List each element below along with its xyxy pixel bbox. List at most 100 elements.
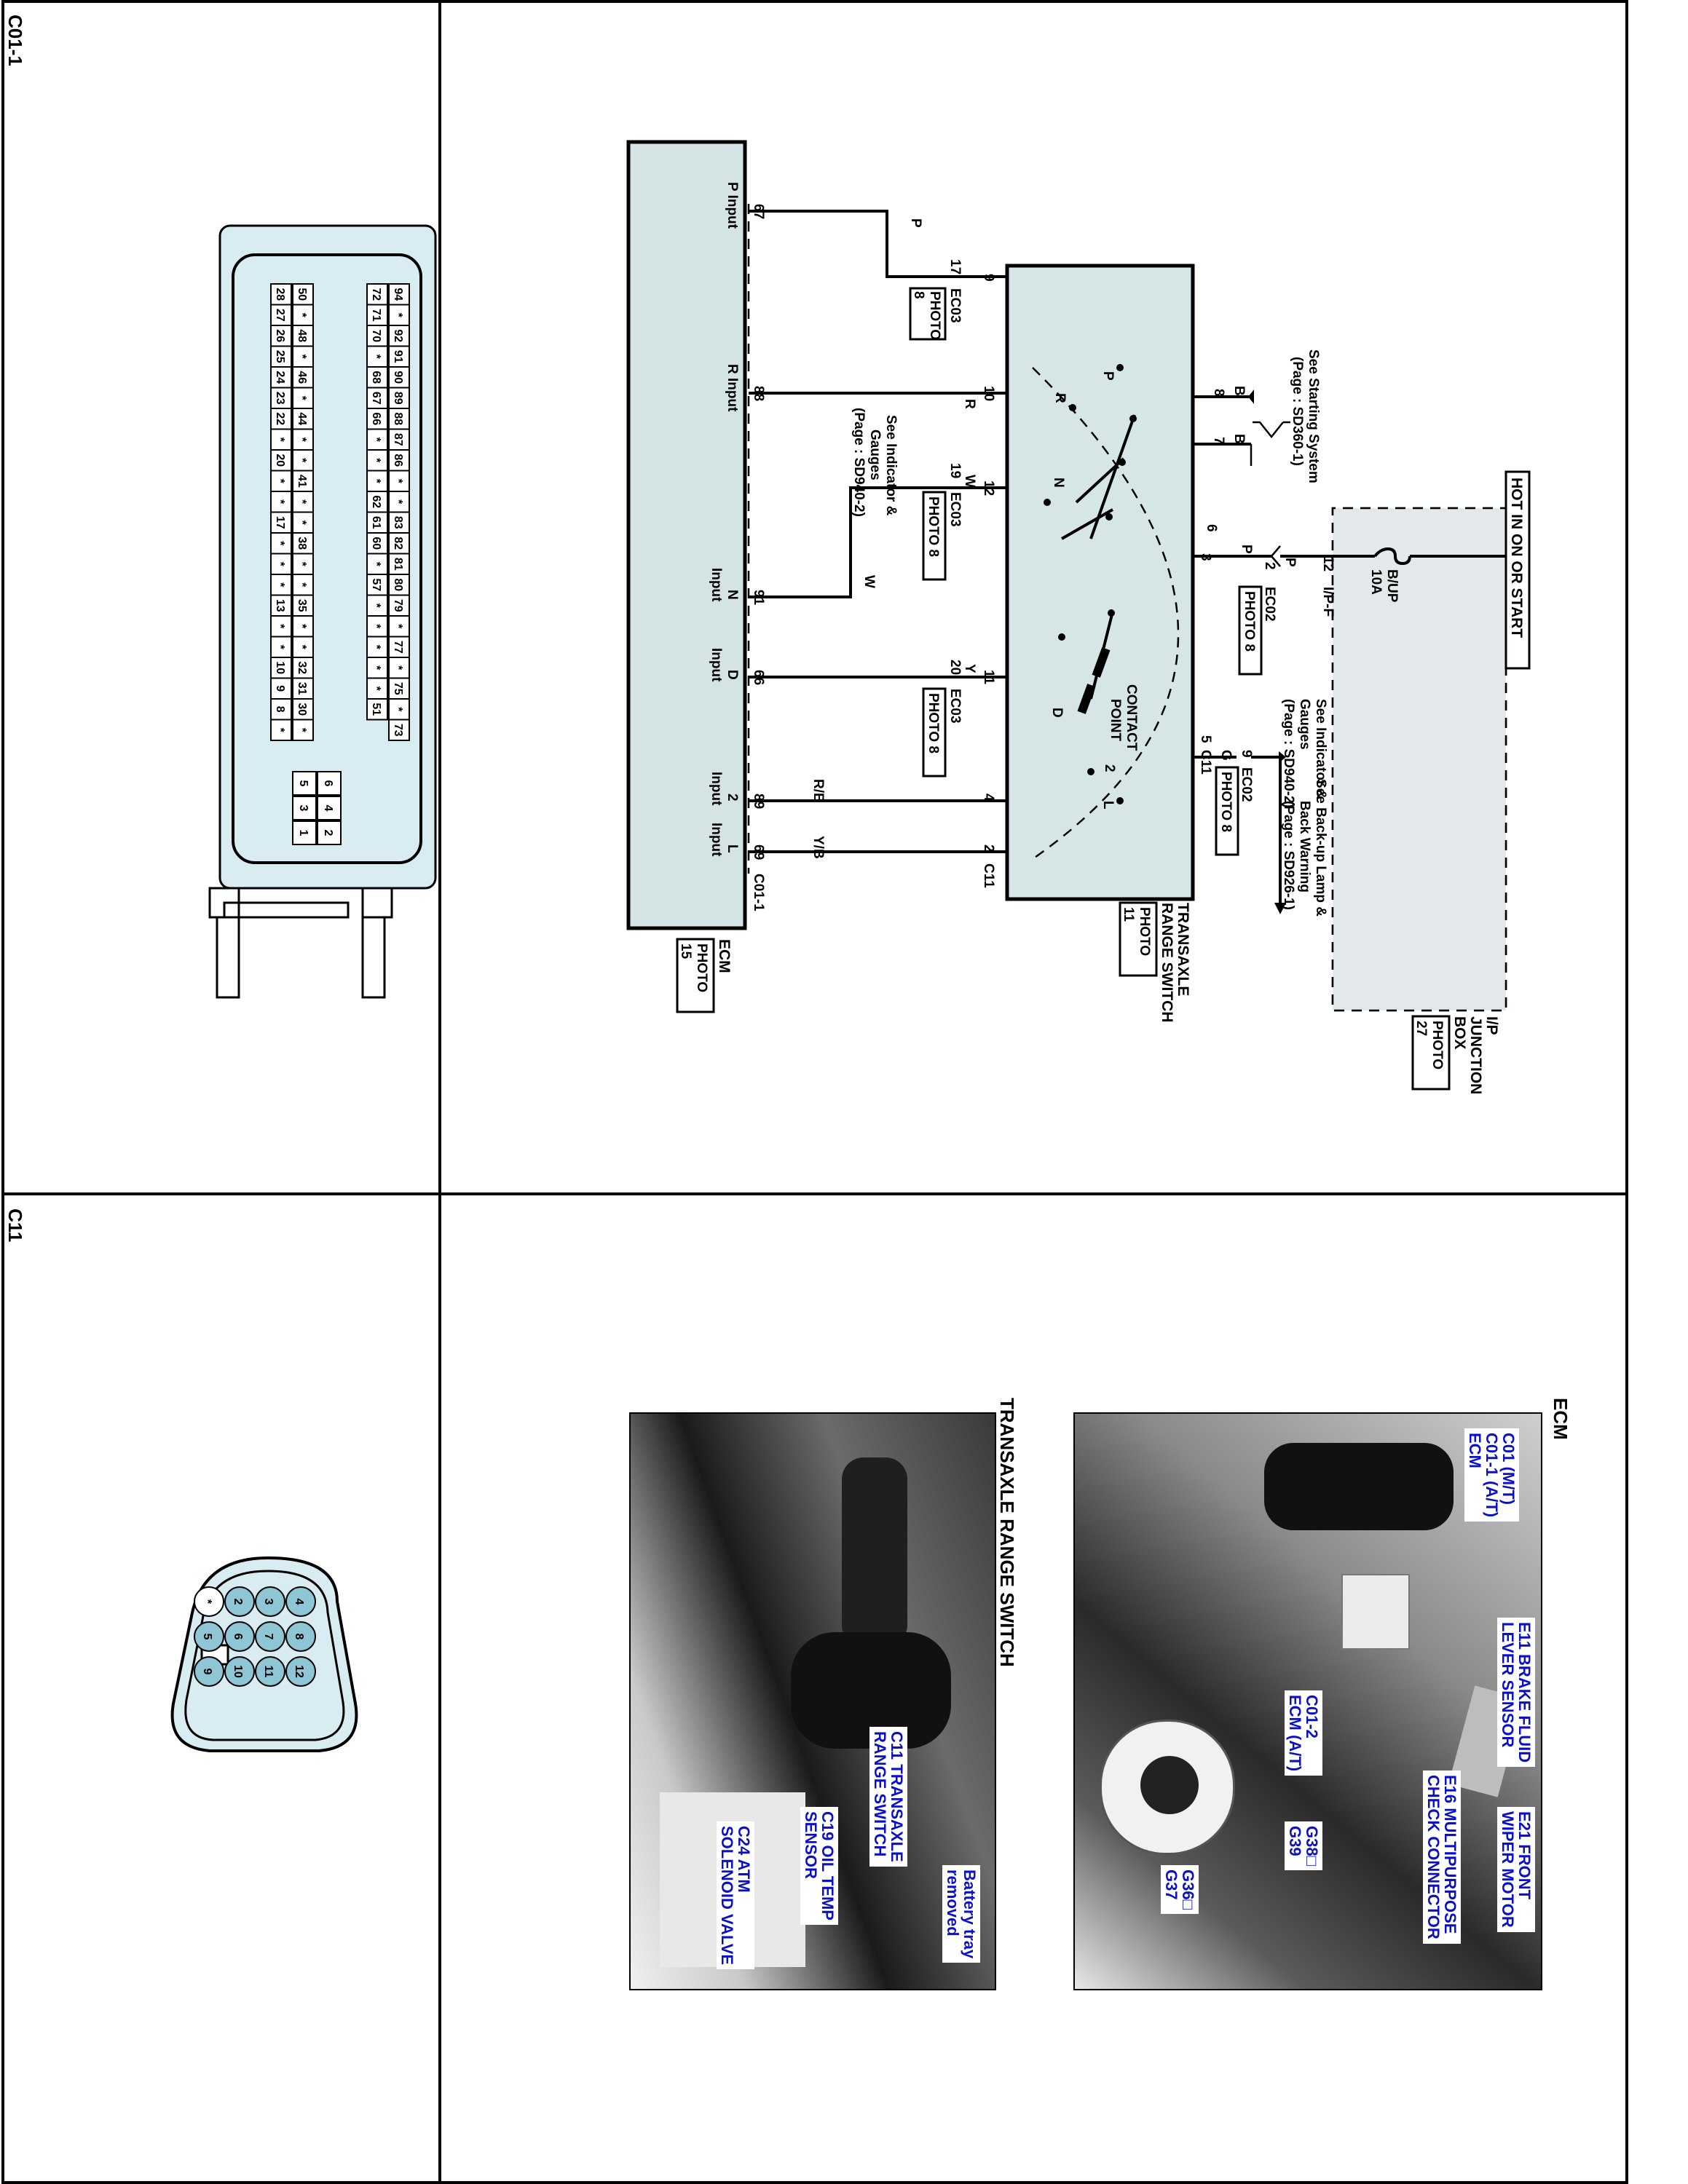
pos-2: 2 [1102, 764, 1117, 772]
c01-1-pin-label: 90 [392, 371, 404, 384]
c01-1-pin-label: * [274, 645, 286, 650]
callout-e16: E16 MULTIPURPOSE CHECK CONNECTOR [1423, 1770, 1461, 1944]
starting-system-branch: See Starting System (Page : SD360-1) B B… [1193, 349, 1321, 483]
trs-location-photo: Battery tray removed C11 TRANSAXLE RANGE… [629, 1412, 996, 1990]
c01-1-pin-label: * [296, 624, 308, 629]
c01-1-pin-label: 31 [296, 682, 308, 695]
c01-1-pin-label: 72 [370, 288, 382, 301]
c01-1-pin-label: * [370, 355, 382, 360]
c11-label-top: C11 [1198, 750, 1213, 775]
wire-yb: Y/B [811, 836, 826, 859]
c01-1-pin-label: * [392, 665, 404, 670]
ecm-input-r: R Input [725, 364, 740, 412]
c11-pin [255, 1656, 285, 1687]
ec02-label-2: EC02 [1239, 767, 1254, 802]
trs-photo-2: 11 [1121, 907, 1136, 922]
c01-1-pin-label: 35 [296, 599, 308, 612]
c01-1-pin-label: 71 [370, 309, 382, 322]
fuse-label-1: B/UP [1384, 569, 1400, 603]
see-backup-3: (Page : SD926-1) [1281, 801, 1296, 910]
wire-b-2: B [1231, 434, 1247, 444]
wire-p-ecm: P [908, 218, 923, 228]
c01-1-small-pin-cell [317, 771, 342, 796]
ecm-location-photo: E21 FRONT WIPER MOTOR E11 BRAKE FLUID LE… [1073, 1412, 1542, 1990]
c01-1-pin-label: 32 [296, 661, 308, 674]
c11-pin-label: 10 [232, 1665, 244, 1678]
c11-pin-label: * [201, 1599, 213, 1605]
c11-title: C11 [4, 1208, 26, 1243]
c01-1-pin-label: * [296, 499, 308, 505]
ecm-pin-66: 66 [751, 670, 766, 685]
trs-label-1: TRANSAXLE [1175, 903, 1191, 996]
c11-label-bottom: C11 [981, 863, 996, 888]
c01-1-small-pin-cell [292, 796, 317, 820]
pos-l: L [1100, 801, 1116, 810]
c01-1-pin-label: 92 [392, 329, 404, 342]
ip-junction-box: HOT IN ON OR START I/P JUNCTION BOX PHOT… [1331, 470, 1531, 1094]
callout-g36: G36□ G37 [1161, 1865, 1199, 1914]
callout-c01: C01 (M/T) C01-1 (A/T) ECM [1464, 1428, 1519, 1522]
ecm-label: ECM [716, 939, 733, 973]
c01-1-pin-label: * [274, 624, 286, 629]
c11-pin-5: 5 [1198, 735, 1213, 743]
c11-pin [194, 1586, 224, 1617]
see-ind-mid-2: Gauges [867, 430, 883, 480]
ec03-pin-19: 19 [947, 463, 963, 478]
c01-1-pin-label: * [370, 687, 382, 692]
c01-1-pin-label: 44 [296, 412, 308, 425]
c01-1-pin-label: 70 [370, 329, 382, 342]
c01-1-pin-label: 17 [274, 516, 286, 529]
ecm-pin-91: 91 [751, 590, 766, 606]
trs-output-wiring: 9 10 12 11 4 2 C11 P R W W Y R/B Y/B 17 … [747, 204, 1007, 888]
c01-1-pin-label: 8 [274, 706, 286, 713]
trs-label-2: RANGE SWITCH [1159, 903, 1175, 1023]
ecm-box: 67 88 91 66 89 69 C01-1 P Input R Input … [626, 140, 766, 1013]
c01-1-pin-label: 10 [274, 661, 286, 674]
c11-pin-label: 12 [293, 1665, 305, 1678]
c11-pin [224, 1656, 255, 1687]
see-backup-2: Back Warning [1297, 801, 1312, 893]
ecm-input-n: N [725, 590, 740, 600]
ec03-photo-3: PHOTO 8 [926, 693, 941, 753]
c01-1-pin-label: 30 [296, 703, 308, 716]
c11-pin-label: 4 [293, 1599, 305, 1605]
pos-r: R [1052, 393, 1068, 403]
c01-1-pin-label: 82 [392, 537, 404, 550]
ecm-input-2b: Input [709, 772, 724, 806]
c01-1-pin-label: * [370, 438, 382, 443]
c01-1-pin-grid: 94*92919089888786**8382818079*77*75*7372… [270, 283, 410, 845]
c11-pin-label: 7 [262, 1634, 275, 1640]
c11-pin-label: 9 [201, 1669, 213, 1675]
c01-1-pin-label: * [392, 313, 404, 318]
c01-1-pin-label: 41 [296, 475, 308, 488]
ecm-photo-1: PHOTO [694, 943, 709, 992]
contact-2: POINT [1108, 699, 1123, 741]
pin-3: 3 [1198, 553, 1213, 561]
c01-1-pin-label: 61 [370, 516, 382, 529]
c11-pin [285, 1586, 316, 1617]
c01-1-pin-label: * [370, 562, 382, 567]
c01-1-small-pin-label: 1 [297, 830, 309, 836]
c01-1-small-pin-cell [317, 820, 342, 845]
c01-1-title: C01-1 [4, 15, 26, 66]
c01-1-pin-label: * [296, 396, 308, 401]
wire-w: W [962, 475, 977, 488]
wire-r: R [962, 399, 977, 409]
ec03-label-1: EC03 [947, 288, 963, 323]
c01-1-small-pin-label: 4 [322, 805, 334, 812]
ecm-input-n-2: Input [709, 568, 724, 602]
c11-pin [194, 1621, 224, 1652]
callout-g38: G38□ G39 [1285, 1821, 1322, 1870]
c01-1-pin-label: * [392, 479, 404, 484]
ec02-photo: PHOTO 8 [1242, 591, 1257, 652]
c01-1-pin-label: 13 [274, 599, 286, 612]
ec03-photo-1a: PHOTO [927, 291, 942, 340]
c01-1-pin-label: * [274, 438, 286, 443]
c01-1-pin-label: * [296, 728, 308, 733]
trs-photo-title: TRANSAXLE RANGE SWITCH [996, 1398, 1018, 1667]
c01-1-pin-label: * [296, 355, 308, 360]
header-hot: HOT IN ON OR START [1508, 478, 1525, 638]
c01-1-small-pin-label: 5 [297, 780, 309, 787]
see-ind-top-1: See Indicator & [1313, 699, 1328, 800]
